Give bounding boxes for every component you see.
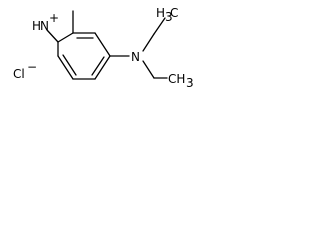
- chloride-charge-label: −: [27, 60, 37, 74]
- bond-ring-6: [57, 55, 74, 80]
- ethyl-top-bond-1: [142, 33, 155, 52]
- molecule-canvas: H N + N H 3 C CH 3 Cl −: [0, 0, 206, 101]
- benzene-ring: [57, 32, 111, 80]
- bond-ring-1: [57, 32, 74, 43]
- ethyl-bottom-bond-1: [142, 60, 155, 79]
- diethylamino-n-label: N: [131, 50, 140, 64]
- bond-ring-3: [94, 32, 111, 57]
- ethyl-top-sub-label: 3: [165, 10, 173, 24]
- bond-ring-4: [94, 55, 111, 80]
- ethyl-bottom-ch-label: CH: [168, 72, 185, 86]
- chloride-label: Cl: [13, 67, 25, 81]
- ethyl-top-bond-2: [153, 17, 166, 35]
- double-bond-inner-left: [62, 54, 77, 76]
- ethyl-top-c-label: C: [170, 6, 178, 20]
- amine-ring-bond: [46, 29, 59, 43]
- amine-h-label: H: [32, 19, 41, 33]
- double-bond-inner-right: [91, 56, 105, 76]
- amine-n-label: N: [40, 19, 49, 33]
- ethyl-top-h-label: H: [156, 6, 165, 20]
- structure-diagram: H N + N H 3 C CH 3 Cl −: [13, 6, 194, 90]
- amine-charge-label: +: [49, 11, 59, 25]
- ethyl-bottom-sub-label: 3: [186, 76, 194, 90]
